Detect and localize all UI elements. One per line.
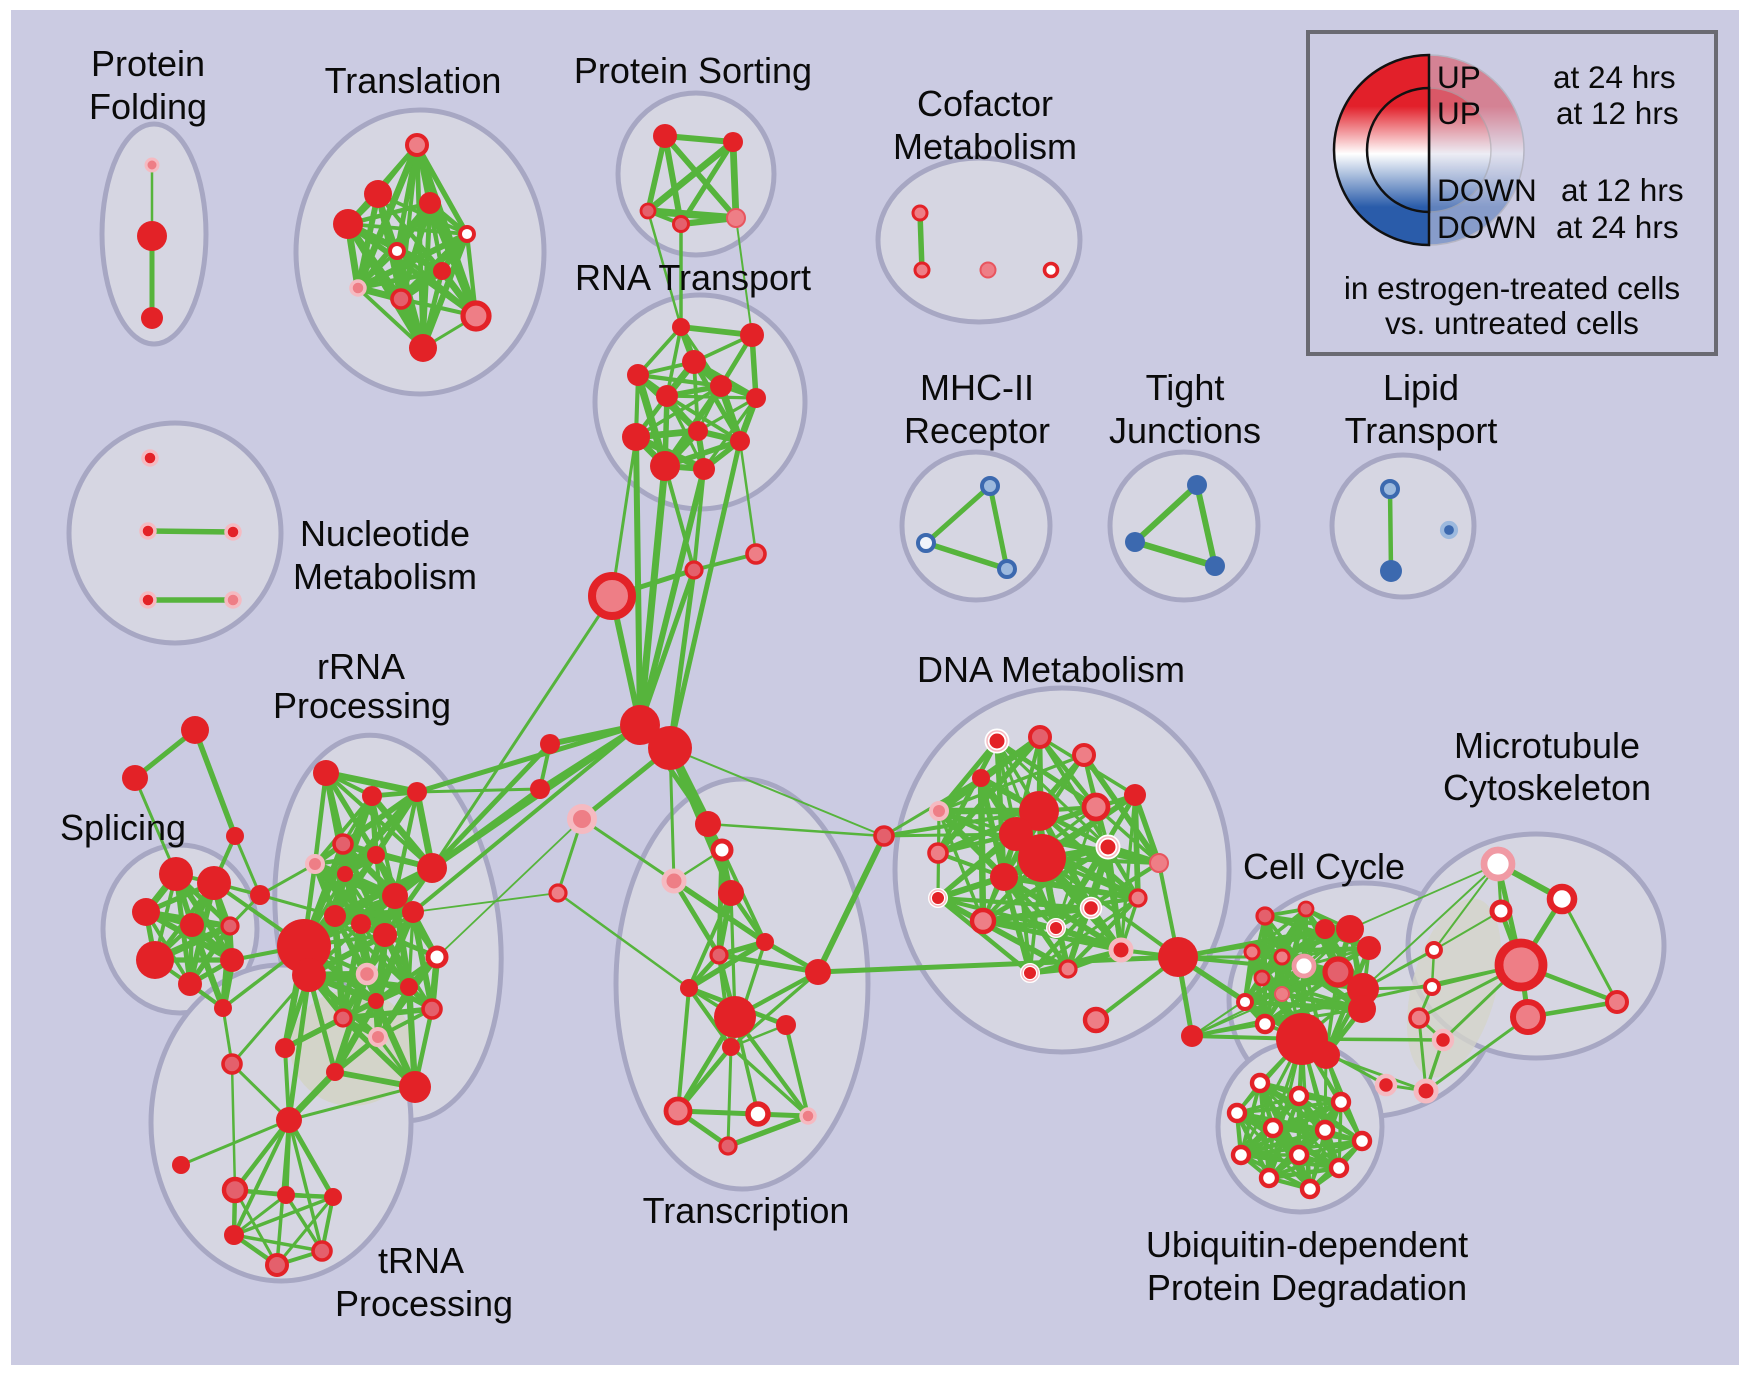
svg-text:Cytoskeleton: Cytoskeleton <box>1443 767 1651 808</box>
svg-text:Nucleotide: Nucleotide <box>300 513 470 554</box>
svg-text:Receptor: Receptor <box>904 410 1050 451</box>
svg-text:at 24 hrs: at 24 hrs <box>1556 209 1679 245</box>
svg-text:Cell Cycle: Cell Cycle <box>1243 846 1405 887</box>
svg-text:Processing: Processing <box>335 1283 513 1324</box>
svg-text:Junctions: Junctions <box>1109 410 1261 451</box>
svg-text:Processing: Processing <box>273 685 451 726</box>
svg-text:RNA Transport: RNA Transport <box>575 257 811 298</box>
svg-text:Lipid: Lipid <box>1383 367 1459 408</box>
svg-text:Ubiquitin-dependent: Ubiquitin-dependent <box>1146 1224 1468 1265</box>
svg-text:Translation: Translation <box>325 60 502 101</box>
svg-text:Microtubule: Microtubule <box>1454 725 1640 766</box>
svg-text:Splicing: Splicing <box>60 807 186 848</box>
svg-text:UP: UP <box>1437 95 1481 131</box>
svg-text:Tight: Tight <box>1146 367 1225 408</box>
svg-text:at 12 hrs: at 12 hrs <box>1561 172 1684 208</box>
svg-text:Protein: Protein <box>91 43 205 84</box>
svg-text:MHC-II: MHC-II <box>920 367 1034 408</box>
svg-text:Folding: Folding <box>89 86 207 127</box>
svg-text:DOWN: DOWN <box>1437 172 1537 208</box>
svg-text:in estrogen-treated cells: in estrogen-treated cells <box>1344 270 1680 306</box>
svg-text:rRNA: rRNA <box>317 646 405 687</box>
svg-text:at 24 hrs: at 24 hrs <box>1553 59 1676 95</box>
svg-text:UP: UP <box>1437 59 1481 95</box>
svg-text:Transport: Transport <box>1345 410 1498 451</box>
svg-text:Metabolism: Metabolism <box>893 126 1077 167</box>
svg-text:Cofactor: Cofactor <box>917 83 1053 124</box>
svg-text:Protein Sorting: Protein Sorting <box>574 50 812 91</box>
svg-text:vs. untreated cells: vs. untreated cells <box>1385 305 1639 341</box>
svg-text:at 12 hrs: at 12 hrs <box>1556 95 1679 131</box>
svg-text:Transcription: Transcription <box>643 1190 850 1231</box>
svg-text:Metabolism: Metabolism <box>293 556 477 597</box>
svg-text:Protein Degradation: Protein Degradation <box>1147 1267 1467 1308</box>
svg-text:tRNA: tRNA <box>378 1240 464 1281</box>
svg-text:DNA Metabolism: DNA Metabolism <box>917 649 1185 690</box>
svg-text:DOWN: DOWN <box>1437 209 1537 245</box>
